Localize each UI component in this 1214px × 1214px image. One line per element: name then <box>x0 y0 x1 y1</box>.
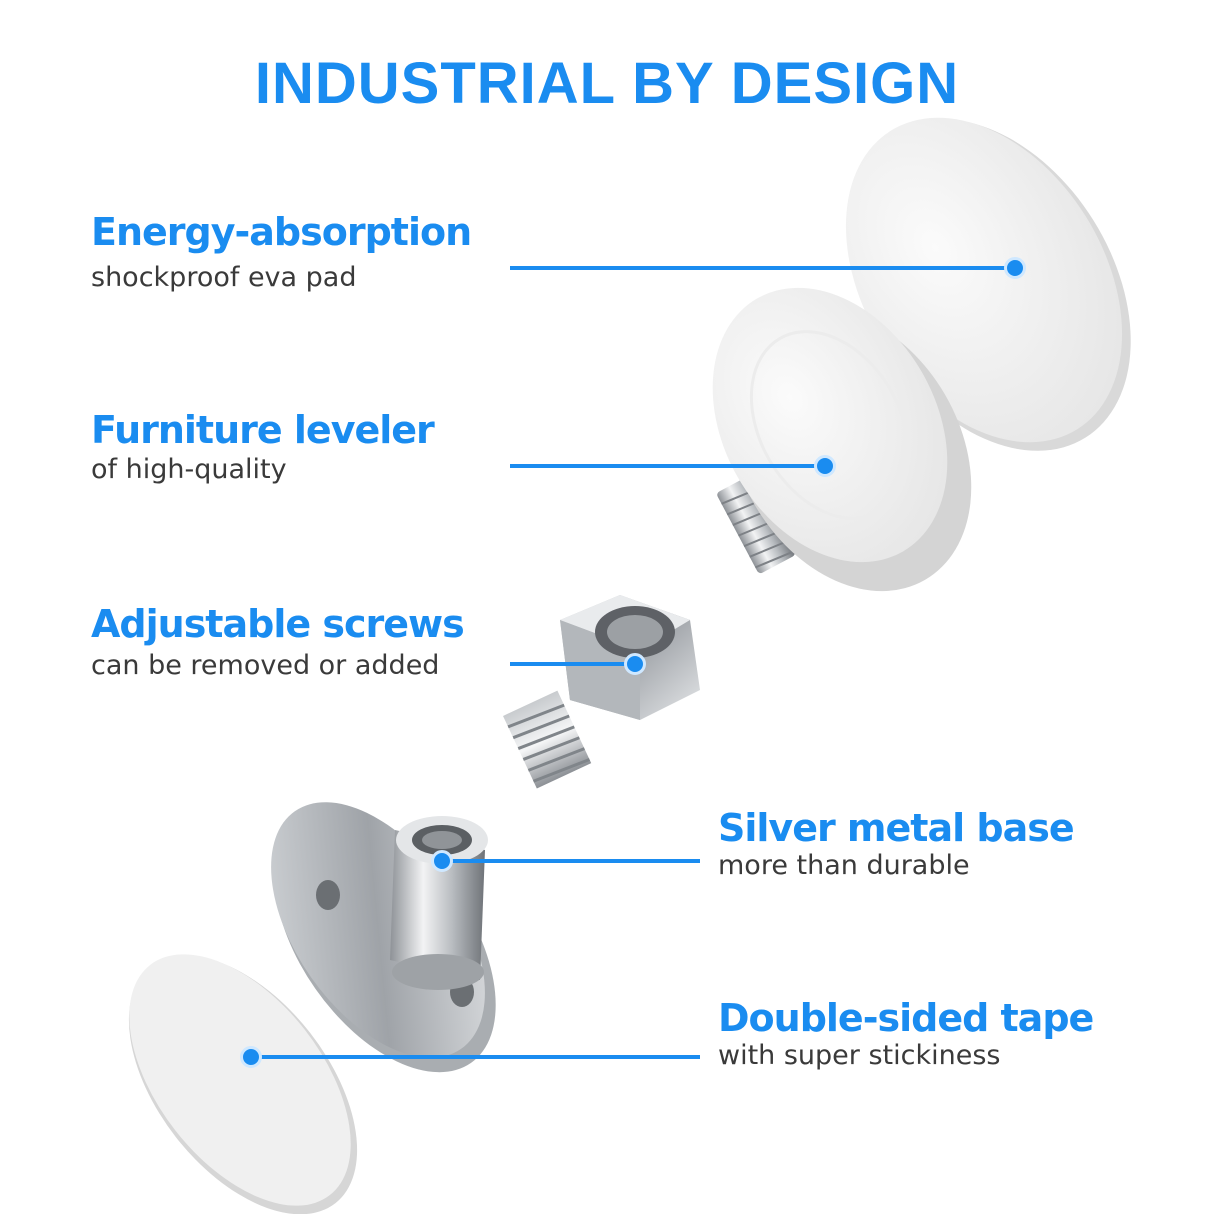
callout-line-silver-metal-base <box>442 859 700 863</box>
callout-line-adjustable-screws <box>510 662 635 666</box>
callout-dot-furniture-leveler <box>814 455 836 477</box>
page-title: INDUSTRIAL BY DESIGN <box>254 51 960 116</box>
callout-line-furniture-leveler <box>510 464 825 468</box>
feature-subtitle-silver-metal-base: more than durable <box>718 850 970 881</box>
callout-line-energy-absorption <box>510 266 1015 270</box>
feature-subtitle-double-sided-tape: with super stickiness <box>718 1040 1001 1071</box>
callout-dot-energy-absorption <box>1004 257 1026 279</box>
callout-line-double-sided-tape <box>252 1055 700 1059</box>
feature-title-furniture-leveler: Furniture leveler <box>91 408 435 452</box>
feature-title-energy-absorption: Energy-absorption <box>91 210 472 254</box>
adjustable-screw-part <box>503 595 700 789</box>
feature-subtitle-energy-absorption: shockproof eva pad <box>91 262 357 293</box>
callout-dot-double-sided-tape <box>240 1046 262 1068</box>
feature-subtitle-adjustable-screws: can be removed or added <box>91 650 440 681</box>
feature-subtitle-furniture-leveler: of high-quality <box>91 454 287 485</box>
double-sided-tape-part <box>128 954 358 1214</box>
feature-title-adjustable-screws: Adjustable screws <box>91 602 465 646</box>
furniture-leveler-part <box>712 287 972 592</box>
callout-dot-silver-metal-base <box>431 850 453 872</box>
feature-title-silver-metal-base: Silver metal base <box>718 806 1075 850</box>
callout-dot-adjustable-screws <box>624 653 646 675</box>
feature-title-double-sided-tape: Double-sided tape <box>718 996 1094 1040</box>
